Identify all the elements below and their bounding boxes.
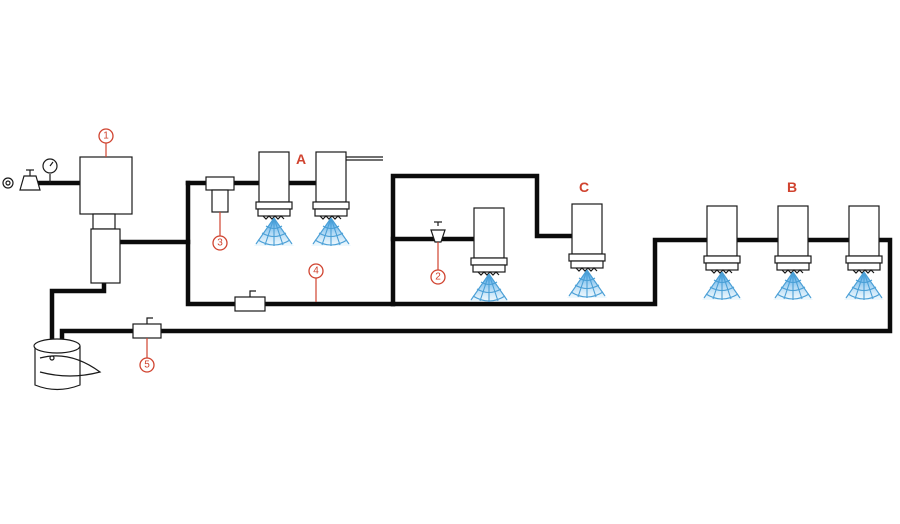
svg-text:1: 1 [103, 131, 109, 142]
callout-leaders [105, 143, 439, 358]
svg-text:3: 3 [217, 238, 223, 249]
svg-text:2: 2 [435, 272, 441, 283]
callout-1: 1 [98, 128, 114, 144]
pressure-regulator-icon [430, 221, 446, 243]
air-inlet [2, 169, 41, 191]
spray-nozzle-icon [253, 151, 295, 247]
spray-nozzle-icon [701, 205, 743, 301]
valve-icon [132, 317, 162, 339]
pump-unit [90, 228, 121, 284]
svg-text:4: 4 [313, 266, 319, 277]
filter-icon [205, 176, 235, 213]
group-label-a: A [296, 151, 306, 167]
callout-5: 5 [139, 357, 155, 373]
group-label-b: B [787, 179, 797, 195]
spray-nozzle-icon [843, 205, 885, 301]
nozzle-solenoid-lead [346, 156, 383, 161]
spray-nozzle-icon [772, 205, 814, 301]
spray-nozzle-icon [310, 151, 352, 247]
spray-nozzle-icon [566, 203, 608, 299]
group-label-c: C [579, 179, 589, 195]
callout-3: 3 [212, 235, 228, 251]
callout-2: 2 [430, 269, 446, 285]
gauge-icon [42, 158, 58, 183]
pipe-network [25, 173, 893, 348]
bucket-icon [33, 338, 102, 391]
svg-text:5: 5 [144, 360, 150, 371]
spray-nozzle-icon [468, 207, 510, 303]
callout-4: 4 [308, 263, 324, 279]
valve-icon [234, 290, 266, 312]
pressure-tank [79, 156, 133, 230]
